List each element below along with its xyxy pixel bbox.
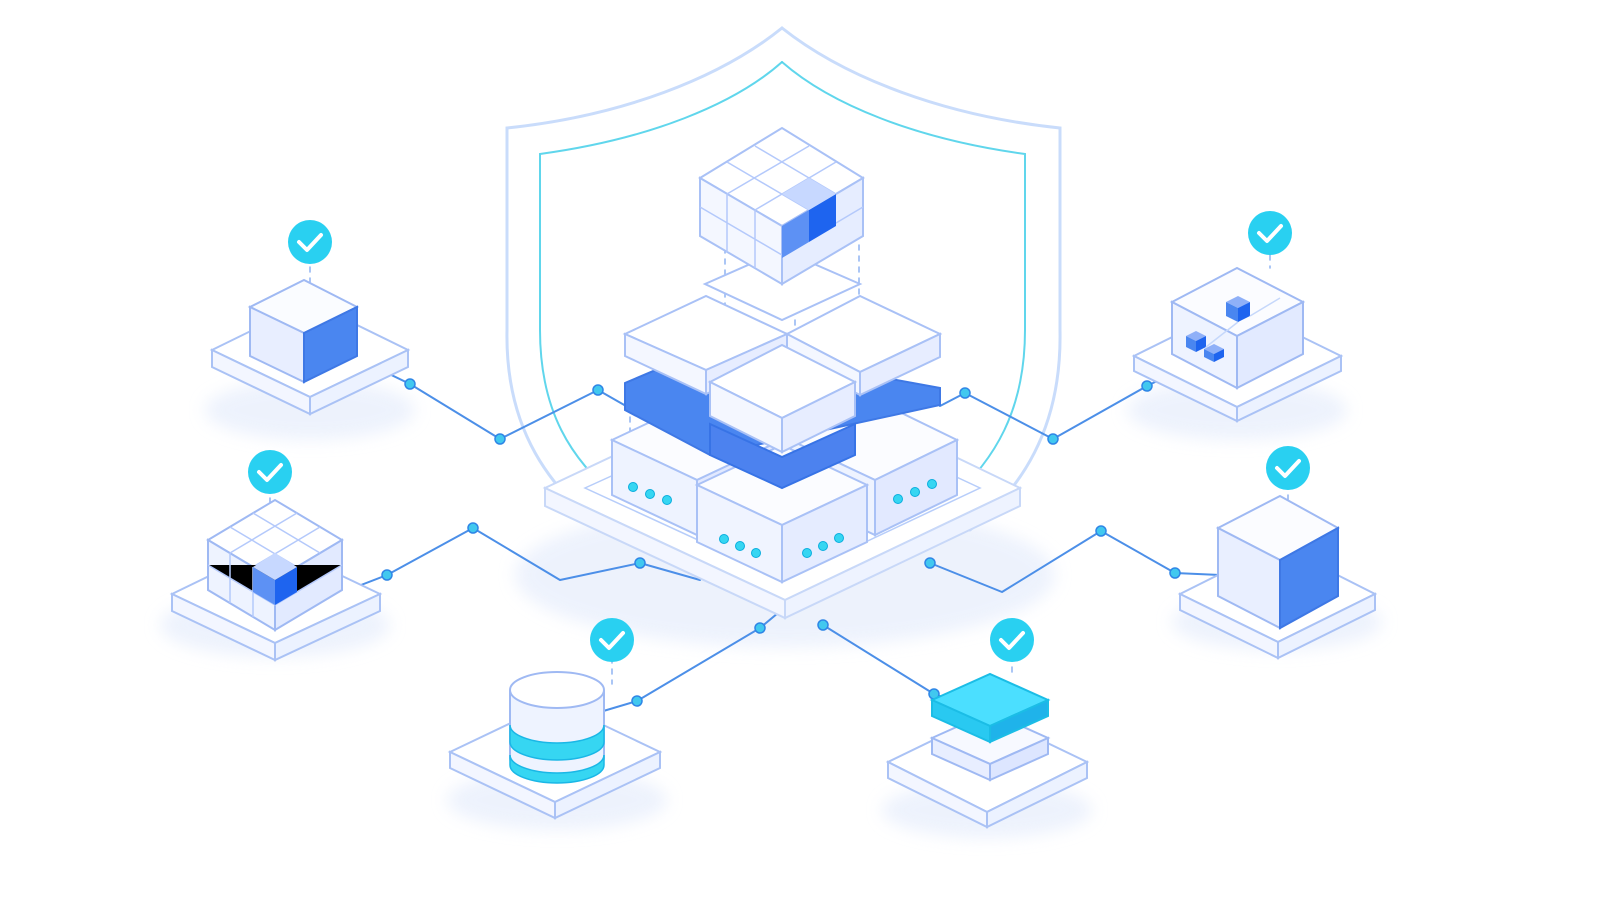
check-circle-icon — [590, 618, 634, 662]
block-node — [209, 278, 411, 416]
connector-dots — [381, 378, 1181, 707]
check-circle-icon — [288, 220, 332, 264]
database-node — [447, 671, 663, 820]
server-stack — [609, 126, 960, 584]
connector-database-node — [599, 602, 791, 713]
check-circle-icon — [1248, 211, 1292, 255]
server-top-tiles — [622, 248, 943, 454]
top-grid-cube — [698, 126, 865, 286]
check-circle-icon — [990, 618, 1034, 662]
connector-grid-node — [334, 527, 701, 596]
modules-node — [1131, 266, 1344, 423]
shield-icon — [505, 26, 1062, 537]
box-node — [1177, 494, 1378, 660]
status-badges — [248, 211, 1310, 662]
check-circle-icon — [248, 450, 292, 494]
check-circle-icon — [1266, 446, 1310, 490]
grid-node — [169, 498, 383, 662]
layers-node — [885, 672, 1090, 829]
